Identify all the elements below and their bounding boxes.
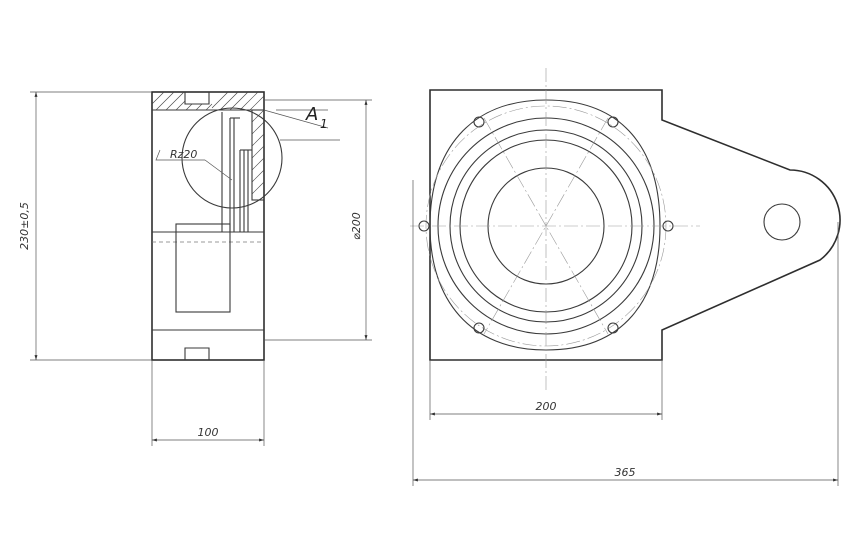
- top-groove: [184, 92, 210, 105]
- bottom-groove: [184, 347, 210, 360]
- front-view-outline: [429, 89, 841, 361]
- inner-pocket: [175, 223, 231, 313]
- roughness-text: Rz20: [170, 148, 197, 161]
- bolt-hole: [607, 116, 619, 128]
- side-view-outline: [151, 91, 265, 361]
- side-view: [151, 91, 340, 361]
- detail-subscript: 1: [320, 117, 328, 131]
- bolt-hole: [473, 116, 485, 128]
- bolt-hole: [607, 322, 619, 334]
- hatch-top: [151, 91, 265, 111]
- hatch-right-wall: [251, 109, 265, 201]
- front-width-dimension-text: 200: [536, 400, 557, 413]
- lobe-hole: [763, 203, 801, 241]
- overall-width-dimension-text: 365: [615, 466, 636, 479]
- roughness-symbol: [155, 149, 205, 161]
- detail-circle: [181, 107, 283, 209]
- front-dimensions: [412, 180, 839, 486]
- height-dimension-text: 230±0,5: [18, 202, 31, 250]
- front-view: [410, 68, 841, 392]
- detail-label: A: [305, 104, 318, 125]
- diameter-dimension-text: ⌀200: [350, 212, 363, 240]
- side-dimensions: [30, 91, 372, 446]
- side-width-dimension-text: 100: [198, 426, 219, 439]
- bolt-hole: [473, 322, 485, 334]
